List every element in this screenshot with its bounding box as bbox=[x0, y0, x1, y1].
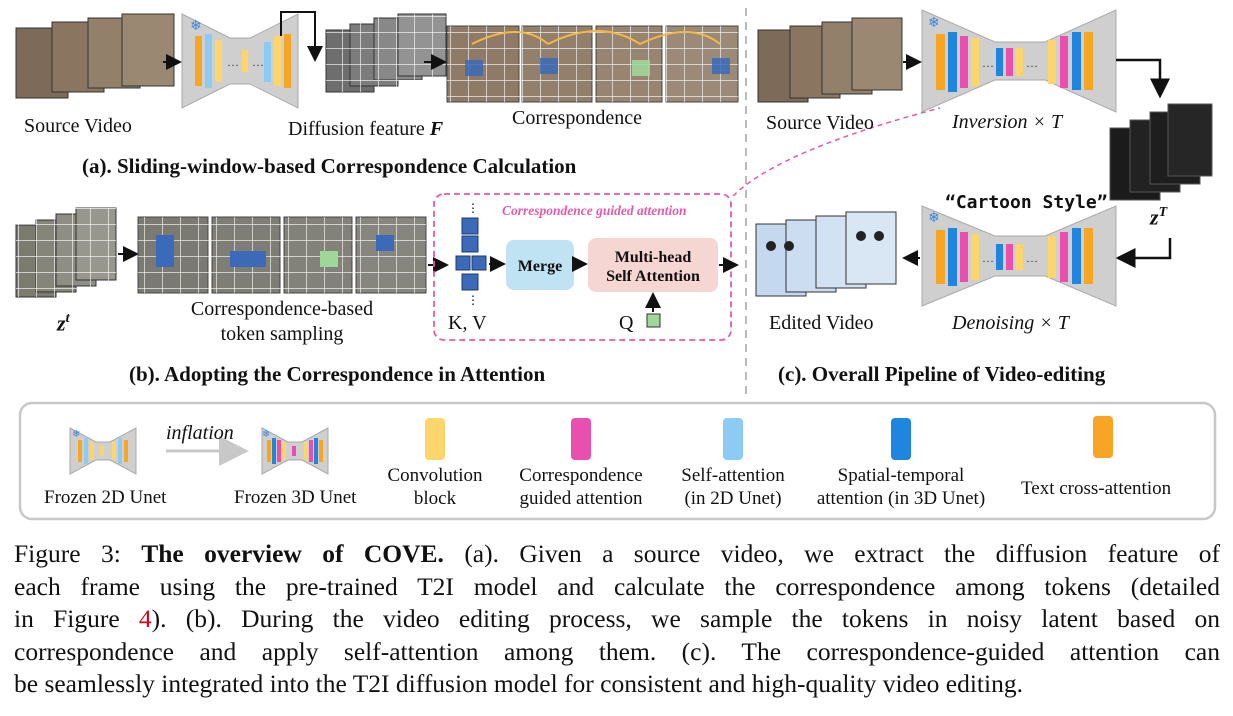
legend-box bbox=[18, 401, 1217, 521]
svg-text:…: … bbox=[252, 55, 264, 69]
zt-label: zt bbox=[57, 310, 70, 336]
source-video-label-a: Source Video bbox=[24, 115, 132, 137]
inflation-label: inflation bbox=[166, 422, 234, 444]
noise-frames bbox=[1109, 103, 1213, 201]
svg-text:⋮: ⋮ bbox=[467, 293, 479, 307]
svg-text:⋮: ⋮ bbox=[467, 201, 479, 215]
denoising-unet: … … ❄ bbox=[921, 205, 1117, 307]
correspondence-frames bbox=[446, 25, 739, 103]
denoising-label: Denoising × T bbox=[952, 312, 1069, 334]
q-token bbox=[646, 313, 661, 328]
kv-label: K, V bbox=[448, 312, 487, 334]
mhsa-label: Multi-head Self Attention bbox=[606, 249, 700, 285]
prompt-label: “Cartoon Style” bbox=[945, 192, 1108, 213]
figure-ref-link[interactable]: 4 bbox=[138, 604, 152, 633]
snowflake-icon: ❄ bbox=[190, 19, 202, 34]
inversion-label: Inversion × T bbox=[952, 111, 1063, 133]
self-attn-swatch bbox=[723, 418, 743, 460]
svg-text:❄: ❄ bbox=[928, 211, 940, 226]
arrow-c2 bbox=[1116, 58, 1170, 99]
figure-caption: Figure 3: The overview of COVE. (a). Giv… bbox=[14, 538, 1220, 701]
legend-text-ca-label: Text cross-attention bbox=[1021, 478, 1172, 499]
legend-frozen-3d-label: Frozen 3D Unet bbox=[234, 487, 357, 508]
mhsa-box bbox=[588, 238, 718, 292]
kv-tokens: ⋮ ⋮ bbox=[455, 201, 487, 307]
caption-line-4: correspondence and apply self-attention … bbox=[14, 636, 1220, 666]
svg-text:…: … bbox=[1026, 251, 1038, 265]
svg-text:…: … bbox=[982, 56, 994, 70]
frozen-unet-a: … … ❄ bbox=[181, 13, 299, 109]
svg-text:…: … bbox=[1026, 56, 1038, 70]
svg-text:❄: ❄ bbox=[928, 16, 940, 31]
inversion-unet: … … ❄ bbox=[921, 9, 1117, 113]
cga-swatch bbox=[571, 418, 591, 460]
svg-text:…: … bbox=[227, 55, 239, 69]
svg-text:❄: ❄ bbox=[262, 429, 270, 440]
source-video-label-c: Source Video bbox=[766, 112, 874, 134]
q-label: Q bbox=[619, 312, 634, 334]
arrow-a2 bbox=[280, 11, 323, 62]
merge-box bbox=[506, 240, 574, 290]
conv-swatch bbox=[425, 418, 445, 460]
source-video-frames-a bbox=[15, 13, 175, 99]
panel-b-title: (b). Adopting the Correspondence in Atte… bbox=[129, 362, 546, 386]
panel-c-title: (c). Overall Pipeline of Video-editing bbox=[778, 362, 1106, 386]
token-sampling-label: Correspondence-based token sampling bbox=[190, 298, 374, 345]
panel-a-title: (a). Sliding-window-based Correspondence… bbox=[82, 154, 577, 178]
diffusion-feature-frames bbox=[325, 13, 447, 93]
source-video-frames-c bbox=[757, 17, 903, 103]
spatial-temporal-swatch bbox=[891, 418, 911, 460]
correspondence-label: Correspondence bbox=[512, 107, 642, 129]
token-sampling-frames bbox=[137, 216, 427, 294]
diffusion-feature-label: Diffusion feature F bbox=[288, 118, 444, 140]
svg-text:❄: ❄ bbox=[72, 429, 80, 440]
legend-frozen-3d: ❄ bbox=[261, 427, 329, 475]
edited-video-label: Edited Video bbox=[769, 312, 874, 334]
zt-frames bbox=[15, 207, 117, 298]
zT-label: zT bbox=[1150, 204, 1168, 230]
edited-video-frames bbox=[755, 211, 897, 297]
legend-sa-label: Self-attention(in 2D Unet) bbox=[681, 465, 785, 509]
caption-line-5: be seamlessly integrated into the T2I di… bbox=[14, 669, 1023, 698]
merge-label: Merge bbox=[517, 258, 563, 275]
arrow-c3 bbox=[1115, 238, 1172, 268]
attention-box-title: Correspondence guided attention bbox=[502, 203, 687, 218]
text-cross-swatch bbox=[1093, 416, 1113, 458]
figure-diagram: … … ❄ bbox=[15, 8, 1217, 521]
caption-line-3: in Figure 4). (b). During the video edit… bbox=[14, 604, 1220, 633]
svg-text:…: … bbox=[982, 251, 994, 265]
caption-line-1: Figure 3: The overview of COVE. (a). Giv… bbox=[14, 539, 1221, 568]
caption-line-2: each frame using the pre-trained T2I mod… bbox=[14, 571, 1220, 601]
legend-frozen-2d-label: Frozen 2D Unet bbox=[44, 487, 167, 508]
legend-frozen-2d: ❄ bbox=[69, 427, 137, 475]
